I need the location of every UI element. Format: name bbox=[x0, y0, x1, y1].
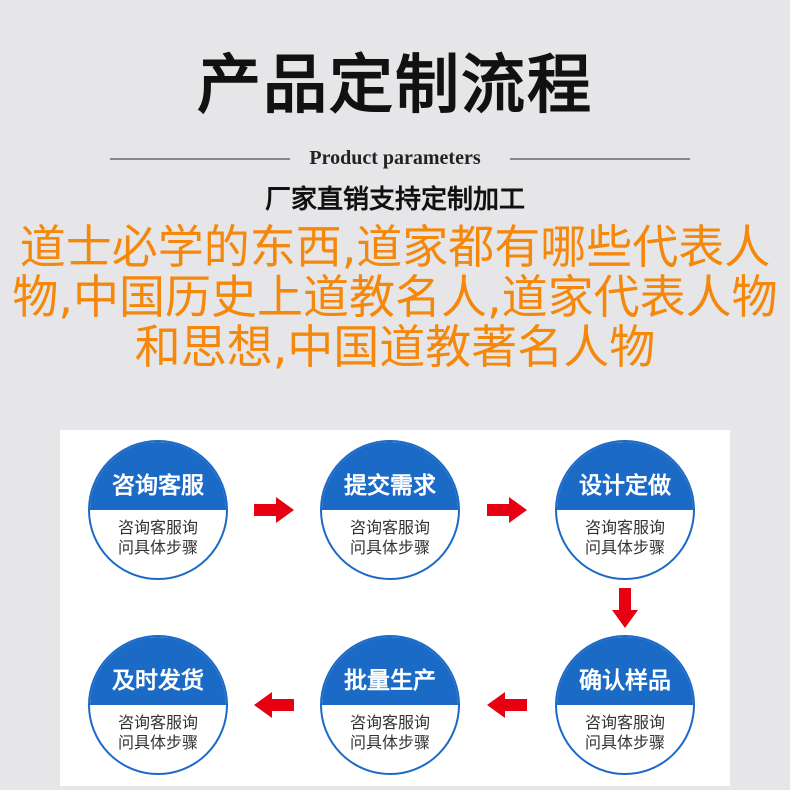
step-circle-4: 确认样品咨询客服询问具体步骤 bbox=[555, 635, 695, 775]
step-desc: 咨询客服询 bbox=[349, 713, 430, 732]
step-desc: 咨询客服询 bbox=[584, 518, 665, 537]
step-circle-3: 设计定做咨询客服询问具体步骤 bbox=[555, 440, 695, 580]
page-title: 产品定制流程 bbox=[197, 48, 593, 123]
step-desc: 咨询客服询 bbox=[117, 713, 198, 732]
step-desc: 咨询客服询 bbox=[584, 713, 665, 732]
step-circle-6: 及时发货咨询客服询问具体步骤 bbox=[88, 635, 228, 775]
arrow-right-icon bbox=[254, 497, 294, 523]
overlay-caption: 道士必学的东西,道家都有哪些代表人物,中国历史上道教名人,道家代表人物和思想,中… bbox=[12, 220, 778, 374]
arrow-left-icon bbox=[487, 692, 527, 718]
subtitle-chinese: 厂家直销支持定制加工 bbox=[264, 185, 525, 215]
arrow-left-icon bbox=[254, 692, 294, 718]
step-desc: 问具体步骤 bbox=[117, 538, 198, 557]
arrow-right-icon bbox=[487, 497, 527, 523]
divider-right bbox=[510, 158, 690, 160]
subtitle-english: Product parameters bbox=[309, 147, 481, 169]
step-desc: 问具体步骤 bbox=[584, 538, 665, 557]
divider-left bbox=[110, 158, 290, 160]
arrow-down-icon bbox=[612, 588, 638, 628]
step-desc: 问具体步骤 bbox=[584, 733, 665, 752]
step-circle-5: 批量生产咨询客服询问具体步骤 bbox=[320, 635, 460, 775]
step-desc: 问具体步骤 bbox=[349, 538, 430, 557]
step-circle-1: 咨询客服咨询客服询问具体步骤 bbox=[88, 440, 228, 580]
step-circle-2: 提交需求咨询客服询问具体步骤 bbox=[320, 440, 460, 580]
step-desc: 问具体步骤 bbox=[349, 733, 430, 752]
step-desc: 咨询客服询 bbox=[117, 518, 198, 537]
step-desc: 咨询客服询 bbox=[349, 518, 430, 537]
step-label: 设计定做 bbox=[557, 442, 693, 510]
step-desc: 问具体步骤 bbox=[117, 733, 198, 752]
